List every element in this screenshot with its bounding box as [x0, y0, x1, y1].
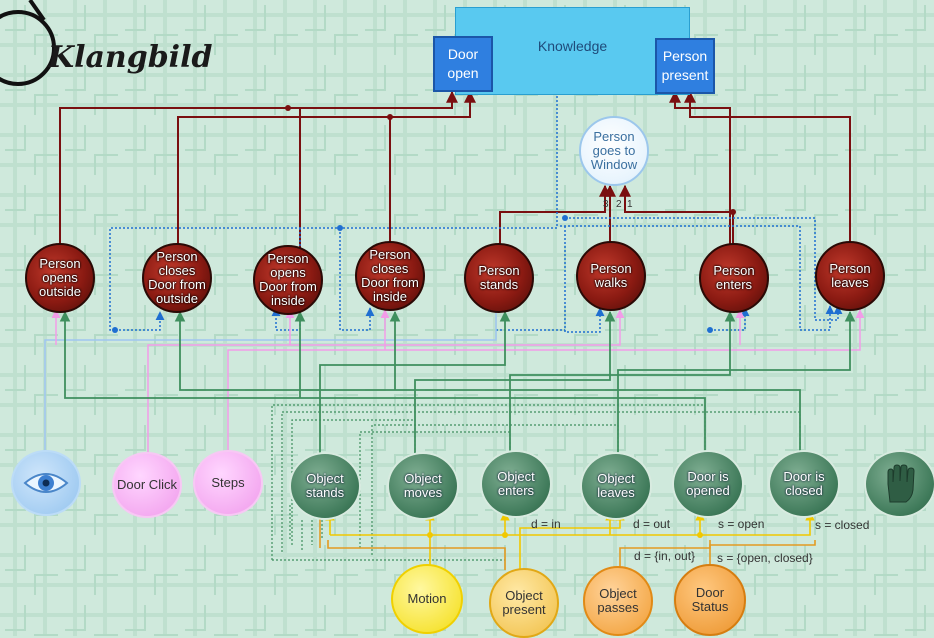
door-open-label: Door open	[447, 46, 479, 81]
steps-sensor[interactable]: Steps	[193, 450, 263, 516]
input-number-1: 1	[627, 199, 633, 210]
object-leaves-node[interactable]: Object leaves	[580, 452, 652, 520]
event-person-opens-door-inside[interactable]: Person opens Door from inside	[253, 245, 323, 315]
event-person-walks[interactable]: Person walks	[576, 241, 646, 311]
door-click-sensor[interactable]: Door Click	[112, 452, 182, 518]
input-number-3: 3	[603, 199, 609, 210]
door-is-closed-node[interactable]: Door is closed	[768, 450, 840, 518]
event-label: Person enters	[713, 263, 755, 292]
object-enters-node[interactable]: Object enters	[480, 450, 552, 518]
hand-icon	[887, 464, 915, 503]
magnifier-icon	[0, 0, 56, 86]
object-label: Object stands	[305, 471, 345, 500]
motion-sensor[interactable]: Motion	[391, 564, 463, 634]
object-passes-sensor[interactable]: Object passes	[583, 566, 653, 636]
event-label: Person closes Door from inside	[361, 247, 419, 304]
event-person-closes-door-inside[interactable]: Person closes Door from inside	[355, 241, 425, 311]
condition-s-open-closed: s = {open, closed}	[717, 551, 813, 565]
empty-object-node[interactable]	[864, 450, 934, 518]
object-label: Object leaves	[597, 471, 635, 500]
door-status-label: Door Status	[691, 585, 729, 614]
object-moves-node[interactable]: Object moves	[387, 452, 459, 520]
steps-label: Steps	[211, 475, 245, 490]
object-label: Object moves	[403, 471, 443, 500]
knowledge-title: Knowledge	[537, 38, 608, 54]
event-person-stands[interactable]: Person stands	[464, 243, 534, 313]
input-number-2: 2	[616, 199, 622, 210]
door-status-sensor[interactable]: Door Status	[674, 564, 746, 636]
logo-text: Klangbild	[48, 40, 213, 75]
event-label: Person closes Door from outside	[148, 249, 206, 306]
eye-icon	[23, 473, 69, 493]
person-present-state[interactable]: Person present	[655, 38, 715, 94]
object-label: Object enters	[497, 469, 535, 498]
door-click-label: Door Click	[117, 477, 177, 492]
knowledge-box: Knowledge	[455, 7, 690, 95]
condition-d-out: d = out	[633, 517, 671, 531]
condition-d-in: d = in	[531, 517, 561, 531]
eye-sensor[interactable]	[11, 450, 81, 516]
object-label: Door is opened	[686, 469, 730, 498]
motion-label: Motion	[407, 591, 447, 606]
event-label: Person leaves	[829, 261, 871, 290]
goal-label: Person goes to Window	[590, 129, 638, 172]
event-label: Person opens outside	[39, 256, 81, 299]
condition-s-open: s = open	[718, 517, 765, 531]
door-open-state[interactable]: Door open	[433, 36, 493, 92]
event-label: Person walks	[590, 261, 632, 290]
object-present-sensor[interactable]: Object present	[489, 568, 559, 638]
goal-person-goes-to-window[interactable]: Person goes to Window	[579, 116, 649, 186]
event-label: Person opens Door from inside	[259, 251, 317, 308]
event-person-opens[interactable]: Person opens outside	[25, 243, 95, 313]
event-person-enters[interactable]: Person enters	[699, 243, 769, 313]
condition-s-closed: s = closed	[815, 518, 870, 532]
event-label: Person stands	[478, 263, 520, 292]
condition-d-in-out: d = {in, out}	[634, 549, 696, 563]
object-stands-node[interactable]: Object stands	[289, 452, 361, 520]
door-is-opened-node[interactable]: Door is opened	[672, 450, 744, 518]
object-label: Door is closed	[783, 469, 825, 498]
person-present-label: Person present	[661, 48, 709, 83]
object-passes-label: Object passes	[597, 586, 639, 615]
object-present-label: Object present	[502, 588, 546, 617]
event-person-leaves[interactable]: Person leaves	[815, 241, 885, 311]
event-person-closes-door-outside[interactable]: Person closes Door from outside	[142, 243, 212, 313]
